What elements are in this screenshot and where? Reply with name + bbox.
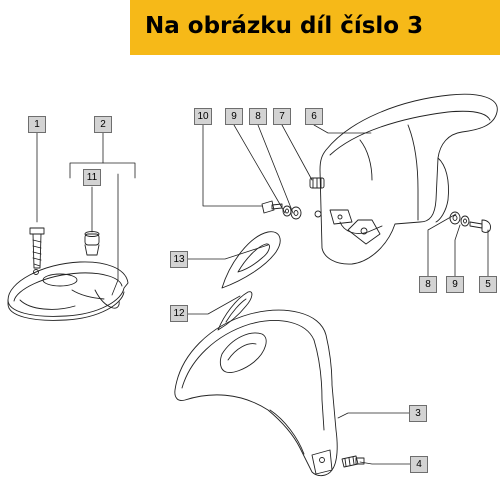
trim-piece-part-12 [217, 291, 253, 331]
fastener-set-left [261, 200, 322, 220]
callout-number: 13 [173, 254, 185, 265]
callout-box [479, 276, 497, 293]
callout-number: 9 [231, 111, 237, 122]
callout-13: 13 [170, 251, 188, 268]
callout-9-right: 9 [446, 276, 464, 293]
callout-number: 10 [197, 111, 209, 122]
callout-number: 3 [415, 408, 421, 419]
title-banner [130, 0, 500, 55]
callout-2: 2 [94, 116, 112, 133]
callout-number: 8 [255, 111, 261, 122]
callout-box [249, 108, 267, 125]
callout-12: 12 [170, 305, 188, 322]
callout-box [273, 108, 291, 125]
mudguard-part-6 [319, 93, 498, 265]
callout-box [305, 108, 323, 125]
callout-11: 11 [83, 169, 101, 186]
callout-4: 4 [410, 456, 428, 473]
trim-piece-part-13 [221, 231, 281, 289]
grommet-part-11 [84, 231, 100, 256]
rubber-part-7 [309, 177, 325, 189]
callout-number: 12 [173, 308, 185, 319]
callout-number: 5 [485, 279, 491, 290]
screw-part-1 [29, 227, 45, 269]
callout-5: 5 [479, 276, 497, 293]
callout-box [194, 108, 212, 125]
callout-box [170, 251, 188, 268]
fastener-set-right [449, 211, 491, 233]
callout-box [28, 116, 46, 133]
screw-part-4 [341, 455, 365, 468]
splash-guard-plate [7, 261, 129, 321]
callout-number: 4 [416, 459, 422, 470]
title-text: Na obrázku díl číslo 3 [145, 13, 424, 39]
callout-10: 10 [194, 108, 212, 125]
callout-box [83, 169, 101, 186]
callout-number: 8 [425, 279, 431, 290]
callout-number: 6 [311, 111, 317, 122]
callout-box [410, 456, 428, 473]
callout-box [94, 116, 112, 133]
callout-box [409, 405, 427, 422]
callout-9-top: 9 [225, 108, 243, 125]
callout-number: 7 [279, 111, 285, 122]
callout-8-right: 8 [419, 276, 437, 293]
callout-8-top: 8 [249, 108, 267, 125]
callout-number: 1 [34, 119, 40, 130]
callout-number: 9 [452, 279, 458, 290]
callout-box [225, 108, 243, 125]
callout-1: 1 [28, 116, 46, 133]
front-mudguard-part-3 [174, 309, 338, 477]
callout-box [419, 276, 437, 293]
callout-3: 3 [409, 405, 427, 422]
callout-box [446, 276, 464, 293]
callout-number: 11 [86, 172, 98, 183]
callout-number: 2 [100, 119, 106, 130]
callout-7: 7 [273, 108, 291, 125]
callout-box [170, 305, 188, 322]
callout-6: 6 [305, 108, 323, 125]
